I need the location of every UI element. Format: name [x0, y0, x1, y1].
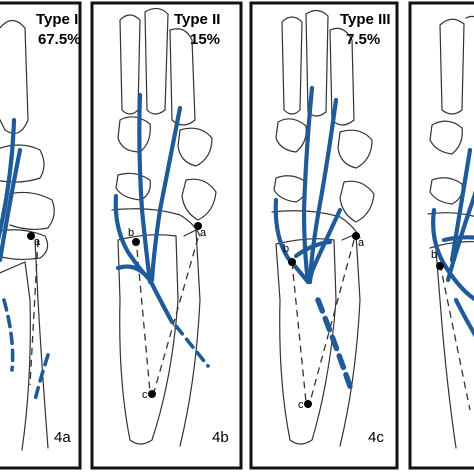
vessel-branch — [0, 147, 23, 263]
bone-outline — [275, 238, 337, 445]
bone-outline — [0, 261, 31, 451]
point-a — [352, 232, 360, 240]
bone-outline — [337, 129, 373, 169]
bone-outline — [0, 229, 49, 261]
vessel-branch — [273, 197, 311, 285]
bone-outline — [429, 120, 463, 155]
vessel-dashed — [315, 297, 355, 395]
point-b — [436, 262, 444, 270]
reference-line — [439, 263, 471, 411]
panel-percent: 15% — [190, 31, 220, 48]
panel-4c: a b c Type III 7.5% 4c — [249, 1, 399, 470]
bone-outline — [181, 178, 217, 221]
vessel-branch — [137, 92, 153, 285]
panel-frame — [0, 1, 82, 470]
point-c-label: c — [298, 399, 304, 411]
bone-outline — [34, 239, 49, 449]
vessel-branch — [149, 105, 183, 283]
panel-percent: 7.5% — [346, 31, 380, 48]
panel-frame — [90, 1, 243, 470]
panel-figure-label: 4a — [54, 429, 71, 446]
bone-outline — [435, 249, 457, 449]
bone-outline — [465, 15, 474, 19]
vessel-branch — [441, 235, 474, 243]
panel-4b: a b c Type II 15% 4b — [90, 1, 243, 470]
panel-type-title: Type III — [340, 11, 391, 28]
point-c — [304, 400, 312, 408]
panel-type-title: Type I — [36, 11, 78, 28]
point-b-label: b — [431, 249, 437, 261]
bone-outline — [117, 116, 151, 153]
vessel-branch — [307, 207, 343, 285]
bone-outline — [179, 229, 201, 447]
panel-4d-partial: b — [408, 1, 474, 470]
bone-outline — [177, 127, 213, 167]
point-b — [288, 258, 296, 266]
bone-outline — [439, 18, 465, 115]
vessel-dashed — [33, 353, 50, 402]
vessel-dashed — [174, 324, 210, 368]
panel-type-title: Type II — [174, 11, 220, 28]
reference-line — [29, 239, 39, 386]
panel-frame — [249, 1, 399, 470]
point-c — [148, 390, 156, 398]
bone-outline — [119, 14, 141, 115]
point-b-label: b — [283, 243, 289, 255]
bone-outline — [0, 144, 45, 183]
point-a — [27, 232, 35, 240]
panel-percent: 67.5% — [38, 31, 81, 48]
bone-outline — [429, 177, 463, 205]
reference-line — [309, 239, 355, 403]
vessel-branch — [0, 117, 17, 241]
vessel-branch — [301, 85, 315, 285]
vessel-branch — [293, 239, 333, 259]
reference-line — [153, 237, 199, 393]
bone-outline — [144, 7, 169, 115]
vessel-branch — [307, 97, 339, 283]
panel-frame — [408, 1, 474, 470]
vessel-branch — [445, 190, 474, 283]
bone-outline — [281, 16, 303, 115]
point-a-label: a — [200, 227, 207, 239]
bone-outline — [0, 19, 29, 134]
vessel-branch — [115, 264, 175, 325]
point-a-label: a — [358, 237, 365, 249]
vessel-branch — [431, 207, 474, 302]
panel-4a: a Type I 67.5% 4a — [0, 1, 82, 470]
vessel-branch — [449, 147, 473, 263]
vessel-dashed — [2, 298, 15, 372]
point-b-label: b — [128, 227, 134, 239]
point-a-label: a — [34, 236, 41, 248]
vessel-branch — [453, 297, 474, 338]
bone-outline — [271, 210, 361, 239]
bone-outline — [329, 27, 355, 126]
bone-outline — [275, 118, 307, 153]
bone-outline — [273, 175, 307, 203]
panel-figure-label: 4b — [212, 429, 229, 446]
panel-figure-label: 4c — [368, 429, 384, 446]
point-a — [194, 222, 202, 230]
bone-outline — [4, 191, 55, 231]
bone-outline — [117, 234, 179, 445]
reference-line — [291, 261, 307, 403]
point-b — [132, 238, 140, 246]
point-c-label: c — [142, 389, 148, 401]
bone-outline — [115, 172, 151, 201]
bone-outline — [339, 180, 375, 223]
bone-outline — [339, 233, 361, 447]
